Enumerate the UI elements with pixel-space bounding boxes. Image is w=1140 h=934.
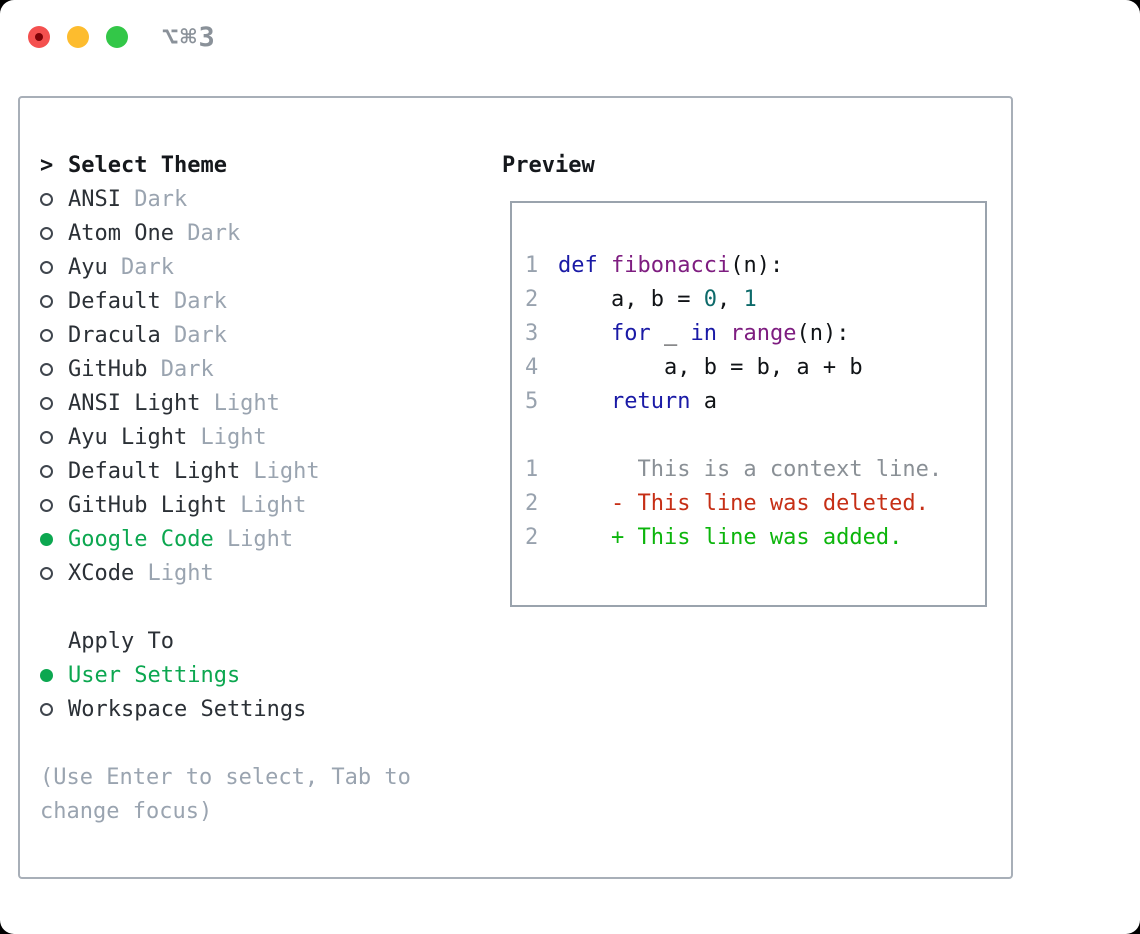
line-number: 2 [525, 287, 539, 312]
focus-caret-icon: > [40, 152, 54, 178]
code-line: 2 a, b = 0, 1 [525, 283, 985, 317]
apply-to-title: Apply To [68, 628, 174, 654]
radio-icon [40, 226, 53, 240]
diff-line-deleted: 2 - This line was deleted. [525, 487, 985, 521]
theme-variant-tag: Dark [173, 322, 227, 348]
minimize-button[interactable] [67, 26, 89, 48]
preview-header: Preview [502, 148, 987, 182]
zoom-button[interactable] [106, 26, 128, 48]
radio-icon [40, 294, 53, 308]
radio-icon [40, 668, 53, 682]
close-button[interactable] [28, 26, 50, 48]
radio-icon [40, 430, 53, 444]
radio-icon [40, 566, 53, 580]
apply-to-option[interactable]: Workspace Settings [40, 692, 411, 726]
traffic-lights [28, 26, 128, 48]
radio-icon [40, 362, 53, 376]
line-number: 5 [525, 389, 539, 414]
radio-icon [40, 532, 53, 546]
theme-name: ANSI Light [68, 390, 201, 416]
apply-to-list: User Settings Workspace Settings [40, 658, 411, 726]
apply-to-option[interactable]: User Settings [40, 658, 411, 692]
apply-to-option-label: User Settings [68, 662, 241, 688]
help-text: (Use Enter to select, Tab to change focu… [40, 760, 411, 828]
apply-to-option-label: Workspace Settings [68, 696, 307, 722]
radio-icon [40, 498, 53, 512]
theme-list-title: Select Theme [68, 152, 227, 178]
radio-icon [40, 464, 53, 478]
theme-variant-tag: Dark [160, 356, 214, 382]
theme-name: Dracula [68, 322, 161, 348]
theme-list-item[interactable]: Default Dark [40, 284, 411, 318]
line-number: 1 [525, 457, 539, 482]
theme-list-item[interactable]: GitHub Dark [40, 352, 411, 386]
theme-variant-tag: Light [226, 526, 294, 552]
theme-list-item[interactable]: Google Code Light [40, 522, 411, 556]
help-text-line-1: (Use Enter to select, Tab to [40, 764, 411, 790]
theme-name: Default Light [68, 458, 241, 484]
radio-icon [40, 702, 53, 716]
help-text-line-2: change focus) [40, 798, 213, 824]
line-number: 2 [525, 525, 539, 550]
theme-variant-tag: Light [200, 424, 267, 450]
line-number: 3 [525, 321, 539, 346]
theme-name: ANSI [68, 186, 121, 212]
radio-icon [40, 192, 53, 206]
theme-list-item[interactable]: Ayu Dark [40, 250, 411, 284]
line-number: 2 [525, 491, 539, 516]
apply-to-header: Apply To [40, 624, 411, 658]
line-number: 1 [525, 253, 539, 278]
titlebar: ⌥⌘3 [0, 0, 1140, 96]
theme-variant-tag: Light [147, 560, 214, 586]
theme-name: GitHub [68, 356, 148, 382]
theme-variant-tag: Dark [134, 186, 188, 212]
theme-name: Default [68, 288, 161, 314]
code-line: 3 for _ in range(n): [525, 317, 985, 351]
theme-list-item[interactable]: XCode Light [40, 556, 411, 590]
theme-list-item[interactable]: Atom One Dark [40, 216, 411, 250]
radio-icon [40, 260, 53, 274]
diff-line-added: 2 + This line was added. [525, 521, 985, 555]
code-line: 5 return a [525, 385, 985, 419]
preview-title: Preview [502, 152, 595, 178]
theme-variant-tag: Dark [187, 220, 241, 246]
radio-icon [40, 396, 53, 410]
theme-variant-tag: Light [253, 458, 320, 484]
theme-name: GitHub Light [68, 492, 227, 518]
theme-name: XCode [68, 560, 135, 586]
theme-name: Ayu [68, 254, 108, 280]
diff-line-context: 1 This is a context line. [525, 453, 985, 487]
diff-preview: 1 This is a context line.2 - This line w… [525, 453, 985, 555]
theme-list-header: > Select Theme [40, 148, 411, 182]
theme-name: Ayu Light [68, 424, 188, 450]
theme-variant-tag: Dark [120, 254, 174, 280]
theme-name: Google Code [68, 526, 214, 552]
theme-name: Atom One [68, 220, 174, 246]
theme-list-item[interactable]: Dracula Dark [40, 318, 411, 352]
radio-icon [40, 328, 53, 342]
theme-list-item[interactable]: ANSI Light Light [40, 386, 411, 420]
theme-list-item[interactable]: GitHub Light Light [40, 488, 411, 522]
theme-list-item[interactable]: Ayu Light Light [40, 420, 411, 454]
theme-variant-tag: Light [240, 492, 307, 518]
window-title: ⌥⌘3 [162, 22, 217, 53]
theme-list-item[interactable]: Default Light Light [40, 454, 411, 488]
line-number: 4 [525, 355, 539, 380]
theme-variant-tag: Dark [173, 288, 227, 314]
code-line: 4 a, b = b, a + b [525, 351, 985, 385]
theme-list-item[interactable]: ANSI Dark [40, 182, 411, 216]
theme-variant-tag: Light [213, 390, 280, 416]
